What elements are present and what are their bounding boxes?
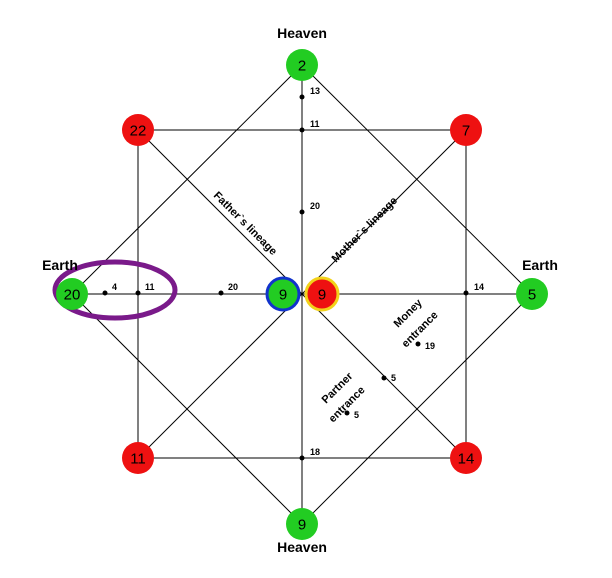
mothers-lineage-label: Mother`s lineage [330, 195, 400, 265]
node-bottom-right-value: 14 [458, 451, 475, 468]
fathers-lineage-label: Father`s lineage [211, 190, 279, 258]
value-bottom-18: 18 [310, 447, 320, 457]
node-bottom-left-value: 11 [130, 451, 146, 468]
value-top-20: 20 [310, 201, 320, 211]
node-right: 5 [516, 278, 548, 310]
node-bottom-right: 14 [450, 442, 482, 474]
value-top-13: 13 [310, 86, 320, 96]
node-left: 20 [56, 278, 88, 310]
node-top-left: 22 [122, 114, 154, 146]
node-bottom: 9 [286, 508, 318, 540]
value-right-14: 14 [474, 282, 484, 292]
earth-left-label: Earth [42, 257, 78, 273]
value-top-11: 11 [310, 119, 320, 129]
node-top-value: 2 [298, 58, 306, 75]
node-top: 2 [286, 49, 318, 81]
value-left-4: 4 [112, 282, 117, 292]
small-dots [102, 94, 469, 461]
node-top-right: 7 [450, 114, 482, 146]
node-bottom-value: 9 [298, 517, 306, 534]
node-right-value: 5 [528, 287, 536, 304]
value-partner-5: 5 [354, 410, 359, 420]
heaven-top-label: Heaven [277, 25, 327, 41]
node-center-left: 9 [265, 276, 301, 312]
node-top-left-value: 22 [130, 123, 147, 140]
highlight-ellipse [52, 259, 178, 321]
node-center-left-value: 9 [279, 287, 287, 304]
heaven-bottom-label: Heaven [277, 539, 327, 555]
node-center-right: 9 [304, 276, 340, 312]
value-diag-5: 5 [391, 373, 396, 383]
value-left-20: 20 [228, 282, 238, 292]
value-money-19: 19 [425, 341, 435, 351]
value-left-11: 11 [145, 282, 155, 292]
earth-right-label: Earth [522, 257, 558, 273]
mothers-lineage-line [137, 129, 467, 459]
node-top-right-value: 7 [462, 123, 470, 140]
node-bottom-left: 11 [122, 442, 154, 474]
node-center-right-value: 9 [318, 287, 326, 304]
node-left-value: 20 [64, 287, 81, 304]
